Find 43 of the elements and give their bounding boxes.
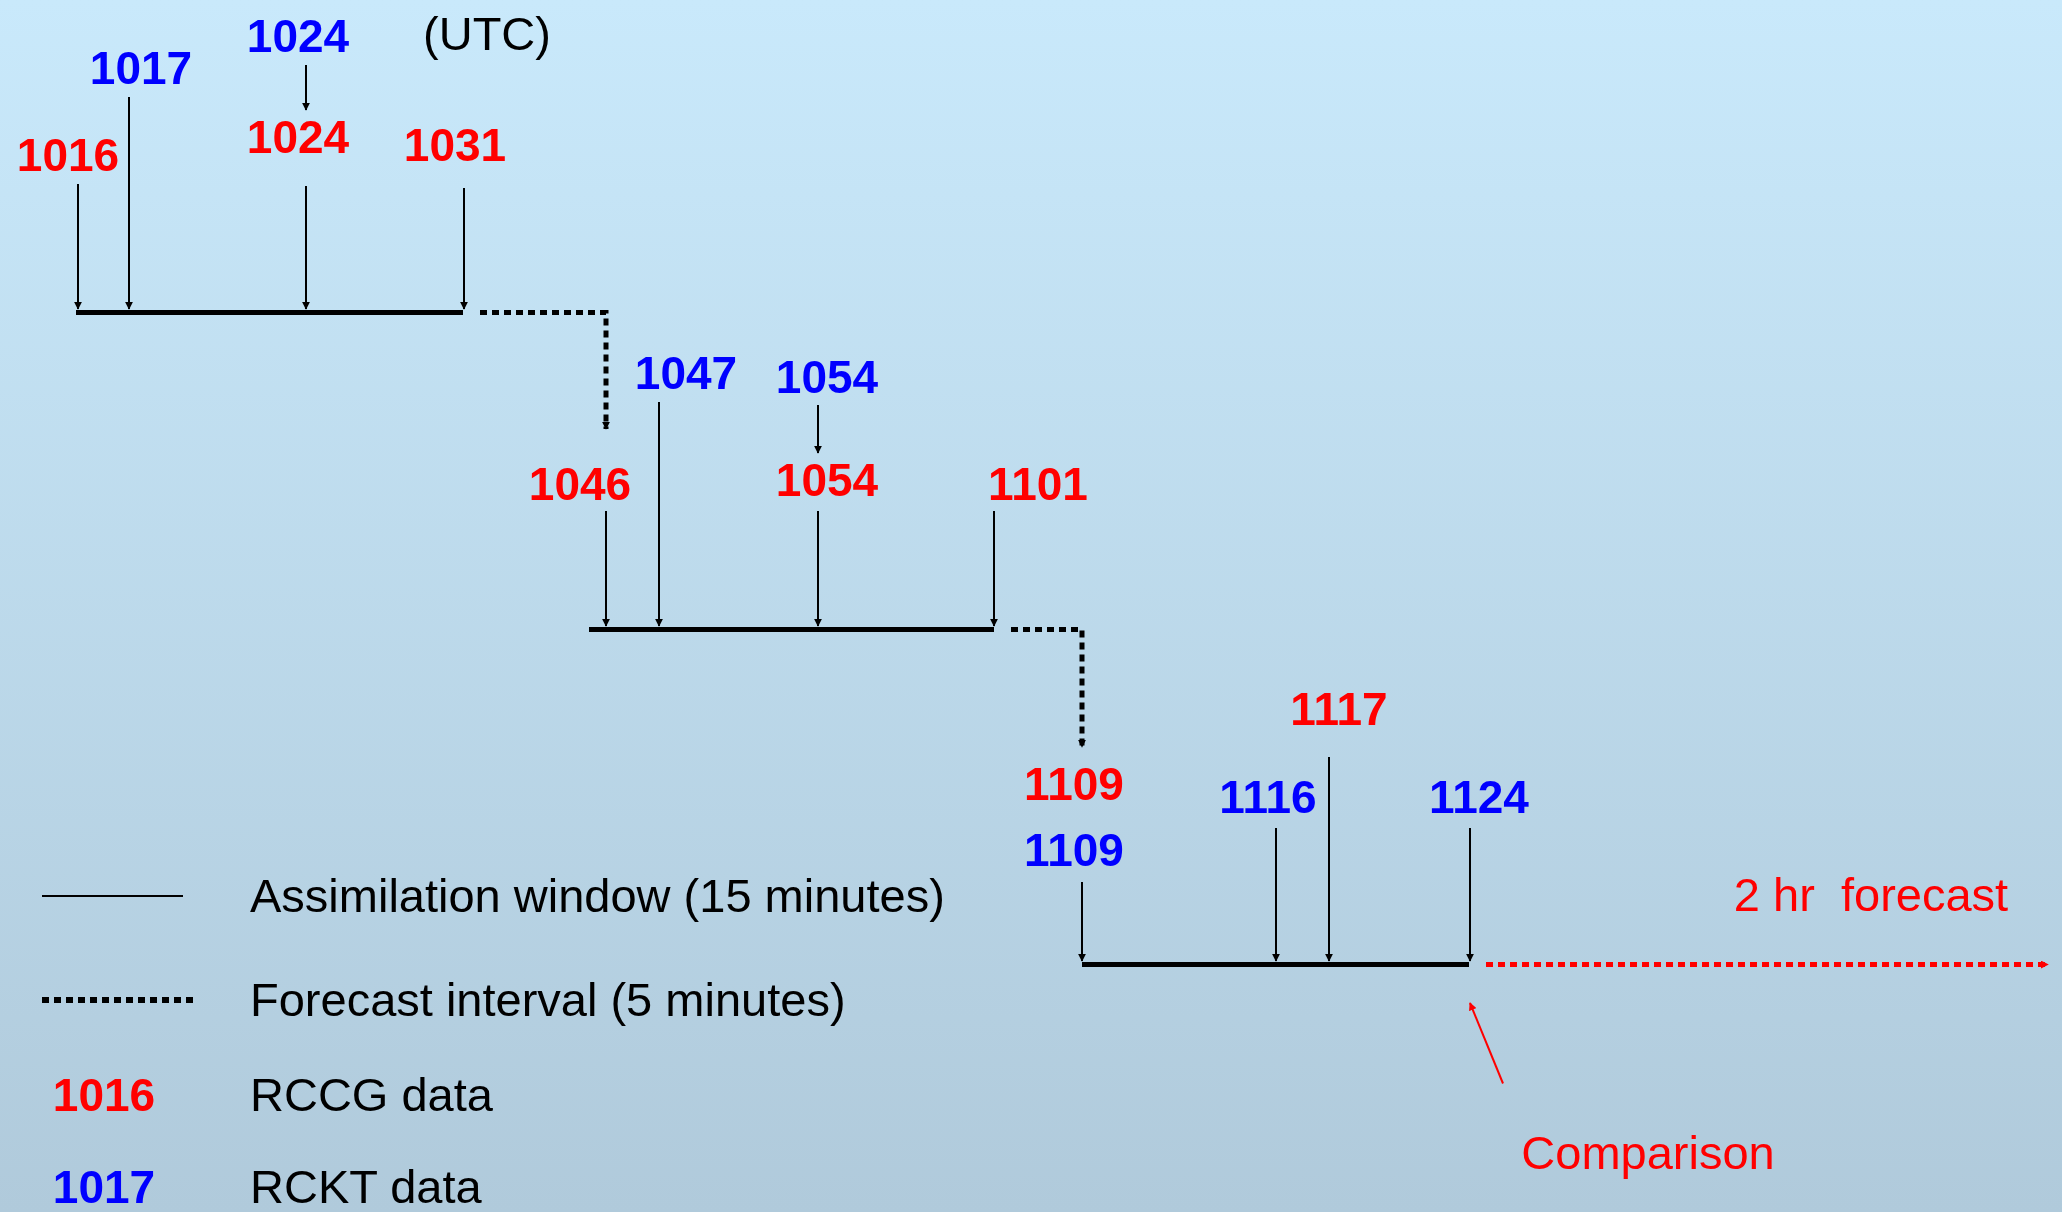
legend-text: RCCG data [250, 1069, 493, 1121]
arrow [1325, 756, 1333, 962]
time-label: 1109 [1024, 827, 1124, 873]
time-label: 1024 [246, 13, 350, 59]
time-label: 1047 [634, 350, 738, 396]
timeline-bar [76, 310, 463, 315]
time-label: 1116 [1219, 774, 1317, 820]
time-label: 1117 [1290, 686, 1388, 732]
arrow [460, 187, 468, 310]
arrow [1272, 827, 1280, 962]
arrow [1486, 960, 2049, 969]
arrow [814, 404, 822, 454]
arrow [125, 96, 133, 310]
time-label: 1101 [988, 461, 1088, 507]
time-label: 1124 [1429, 774, 1529, 820]
time-label: 1017 [89, 45, 193, 91]
timeline-bar [1082, 962, 1469, 967]
time-label: 1024 [246, 114, 350, 160]
edge-label: 2 hr forecast [1733, 870, 2009, 918]
time-label: 1109 [1024, 761, 1124, 807]
dotted-arrow [480, 310, 610, 430]
time-label: 1054 [775, 457, 879, 503]
legend-sample: 1017 [52, 1164, 156, 1210]
legend-sample: 1016 [52, 1072, 156, 1118]
time-label: 1031 [403, 122, 507, 168]
time-label: 1016 [16, 132, 120, 178]
arrow [990, 510, 998, 627]
arrow [814, 510, 822, 627]
time-label: 1054 [775, 354, 879, 400]
arrow [1469, 1002, 1504, 1085]
arrow [655, 401, 663, 627]
arrow [602, 510, 610, 627]
arrow [1078, 881, 1086, 962]
time-label: 1046 [528, 461, 632, 507]
arrow [1466, 827, 1474, 962]
arrow [74, 183, 82, 310]
legend-text: RCKT data [250, 1161, 482, 1212]
arrow [302, 185, 310, 310]
dotted-arrow [1011, 627, 1086, 748]
legend-text: Assimilation window (15 minutes) [250, 870, 945, 922]
arrow [302, 64, 310, 111]
legend-text: Forecast interval (5 minutes) [250, 974, 846, 1026]
timeline-bar [589, 627, 994, 632]
